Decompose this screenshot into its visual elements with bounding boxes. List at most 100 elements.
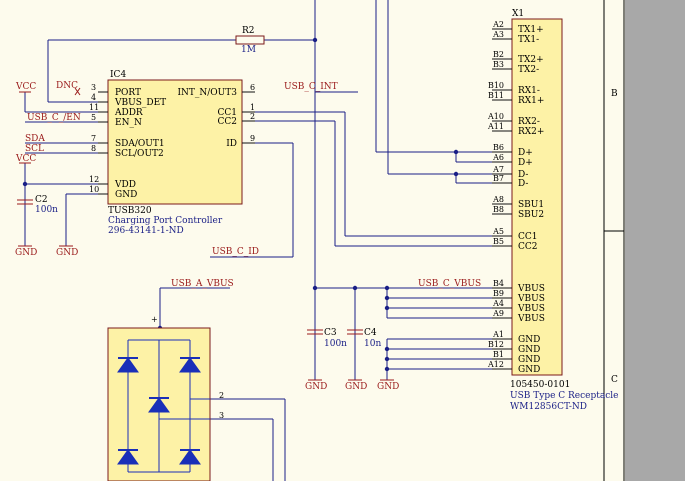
ic4-right-pin-number: 1 (250, 103, 255, 112)
vcc-symbol-2: VCC (15, 154, 36, 164)
ic4-left-pin-name: ADDR (114, 108, 143, 118)
x1-pin-number: B11 (488, 91, 504, 100)
x1-pin-number: A11 (487, 122, 504, 131)
gnd-symbol-1: GND (15, 245, 37, 258)
x1-component[interactable]: X1 105450-0101 USB Type C Receptacle WM1… (487, 9, 618, 412)
r2-ref: R2 (242, 26, 255, 36)
gnd-symbol-4: GND (345, 379, 367, 392)
x1-pin-number: B2 (493, 50, 504, 59)
net-usb-c-vbus: USB_C_VBUS (418, 279, 481, 289)
ic4-right-pin-name: CC2 (218, 117, 238, 127)
gnd-label-3: GND (305, 382, 327, 392)
capacitor-c2[interactable]: C2 100n (17, 195, 58, 215)
ic4-left-pin-number: 4 (91, 93, 96, 102)
x1-desc: USB Type C Receptacle (510, 391, 618, 401)
x1-pin-name: D+ (518, 148, 533, 158)
x1-pin-name: GND (518, 345, 540, 355)
vcc-symbol-1: VCC (15, 82, 36, 93)
ic4-left-pin-number: 12 (89, 175, 99, 184)
x1-pin-number: B9 (493, 289, 504, 298)
capacitor-c3[interactable]: C3 100n (307, 328, 347, 349)
net-usb-c-id: USB_C_ID (212, 247, 259, 257)
ic4-right-pin-name: CC1 (218, 108, 238, 118)
wires (24, 0, 492, 481)
x1-pin-number: B8 (493, 205, 504, 214)
x1-pin-name: TX1+ (518, 25, 544, 35)
x1-pin-name: RX2+ (518, 127, 544, 137)
r2-value: 1M (241, 45, 256, 55)
x1-pin-number: B12 (488, 340, 504, 349)
x1-pin-11[interactable]: B7D- (492, 174, 528, 189)
ic4-desc: Charging Port Controller (108, 216, 223, 226)
ic4-left-pin-number: 10 (89, 185, 99, 194)
x1-pin-number: A4 (492, 299, 504, 308)
x1-pin-name: RX1+ (518, 96, 544, 106)
x1-pin-10[interactable]: A7D- (492, 165, 528, 180)
x1-pin-name: GND (518, 335, 540, 345)
x1-pin-number: A7 (492, 165, 504, 174)
x1-pin-name: TX1- (518, 35, 539, 45)
ic4-left-pin-name: PORT (115, 88, 141, 98)
x1-pin-8[interactable]: B6D+ (492, 143, 533, 158)
gnd-symbol-5: GND (377, 379, 399, 392)
ic4-left-pin-name: VDD (114, 180, 136, 190)
ic4-order: 296-43141-1-ND (108, 226, 184, 236)
net-sda: SDA (25, 134, 45, 144)
x1-pin-9[interactable]: A6D+ (492, 153, 533, 168)
ic4-left-pin-3[interactable]: 5EN_N (91, 113, 142, 128)
x1-pin-name: GND (518, 365, 540, 375)
workspace-background (625, 0, 685, 481)
capacitor-c4[interactable]: C4 10n (347, 328, 381, 349)
dnc-marker: DNC (56, 81, 81, 96)
ic4-right-pin-3[interactable]: 9ID (226, 134, 255, 149)
ic4-ref: IC4 (110, 70, 126, 80)
ic4-left-pin-number: 11 (89, 103, 99, 112)
x1-pin-name: TX2- (518, 65, 539, 75)
x1-pin-name: D- (518, 170, 528, 180)
x1-pin-number: B1 (493, 350, 504, 359)
net-usb-c-int: USB_C_INT (284, 82, 338, 92)
ic4-left-pin-name: GND (115, 190, 137, 200)
bridge-pin-2: 2 (219, 391, 224, 400)
x1-pin-number: A6 (492, 153, 504, 162)
bridge-rectifier[interactable]: + 2 3 (107, 315, 224, 481)
ic4-left-pin-number: 3 (91, 83, 96, 92)
ic4-component[interactable]: IC4 TUSB320 Charging Port Controller 296… (89, 70, 255, 236)
resistor-r2[interactable]: R2 1M (235, 26, 265, 55)
x1-pin-number: B7 (493, 174, 504, 183)
c4-ref: C4 (364, 328, 377, 338)
ic4-left-pin-name: VBUS_DET (114, 98, 166, 108)
x1-pin-number: A5 (492, 227, 504, 236)
